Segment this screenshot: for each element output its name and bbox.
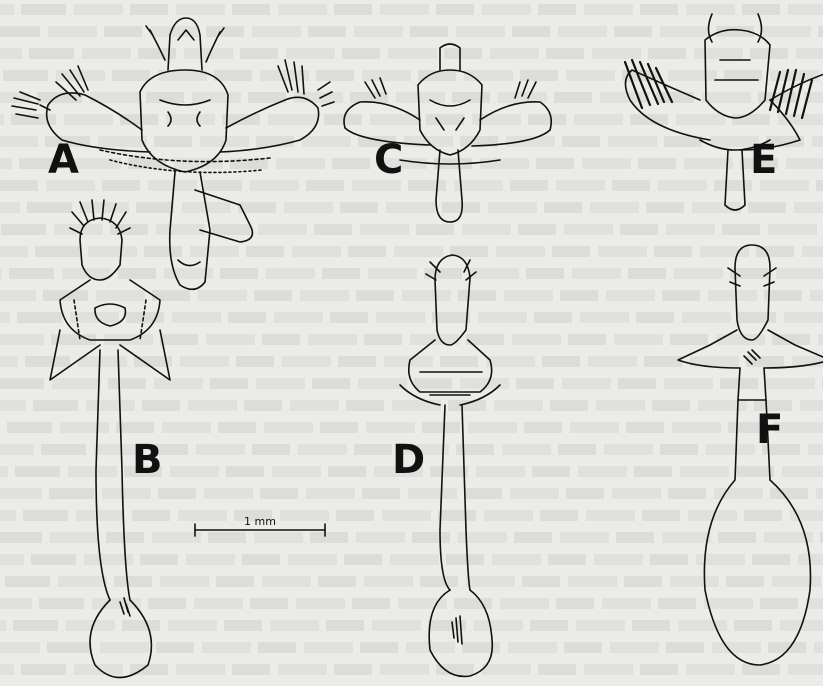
scale-bar-label: 1 mm xyxy=(244,516,276,528)
panel-label-b: B xyxy=(132,440,163,480)
drawing-f xyxy=(678,245,823,665)
drawing-e-hatching xyxy=(625,60,812,118)
panel-label-d: D xyxy=(392,440,425,480)
panel-label-f: F xyxy=(756,410,783,450)
panel-label-a: A xyxy=(48,140,79,180)
drawing-c xyxy=(344,44,551,222)
drawing-e xyxy=(625,14,823,210)
panel-label-c: C xyxy=(374,140,403,180)
panel-label-e: E xyxy=(750,140,777,180)
